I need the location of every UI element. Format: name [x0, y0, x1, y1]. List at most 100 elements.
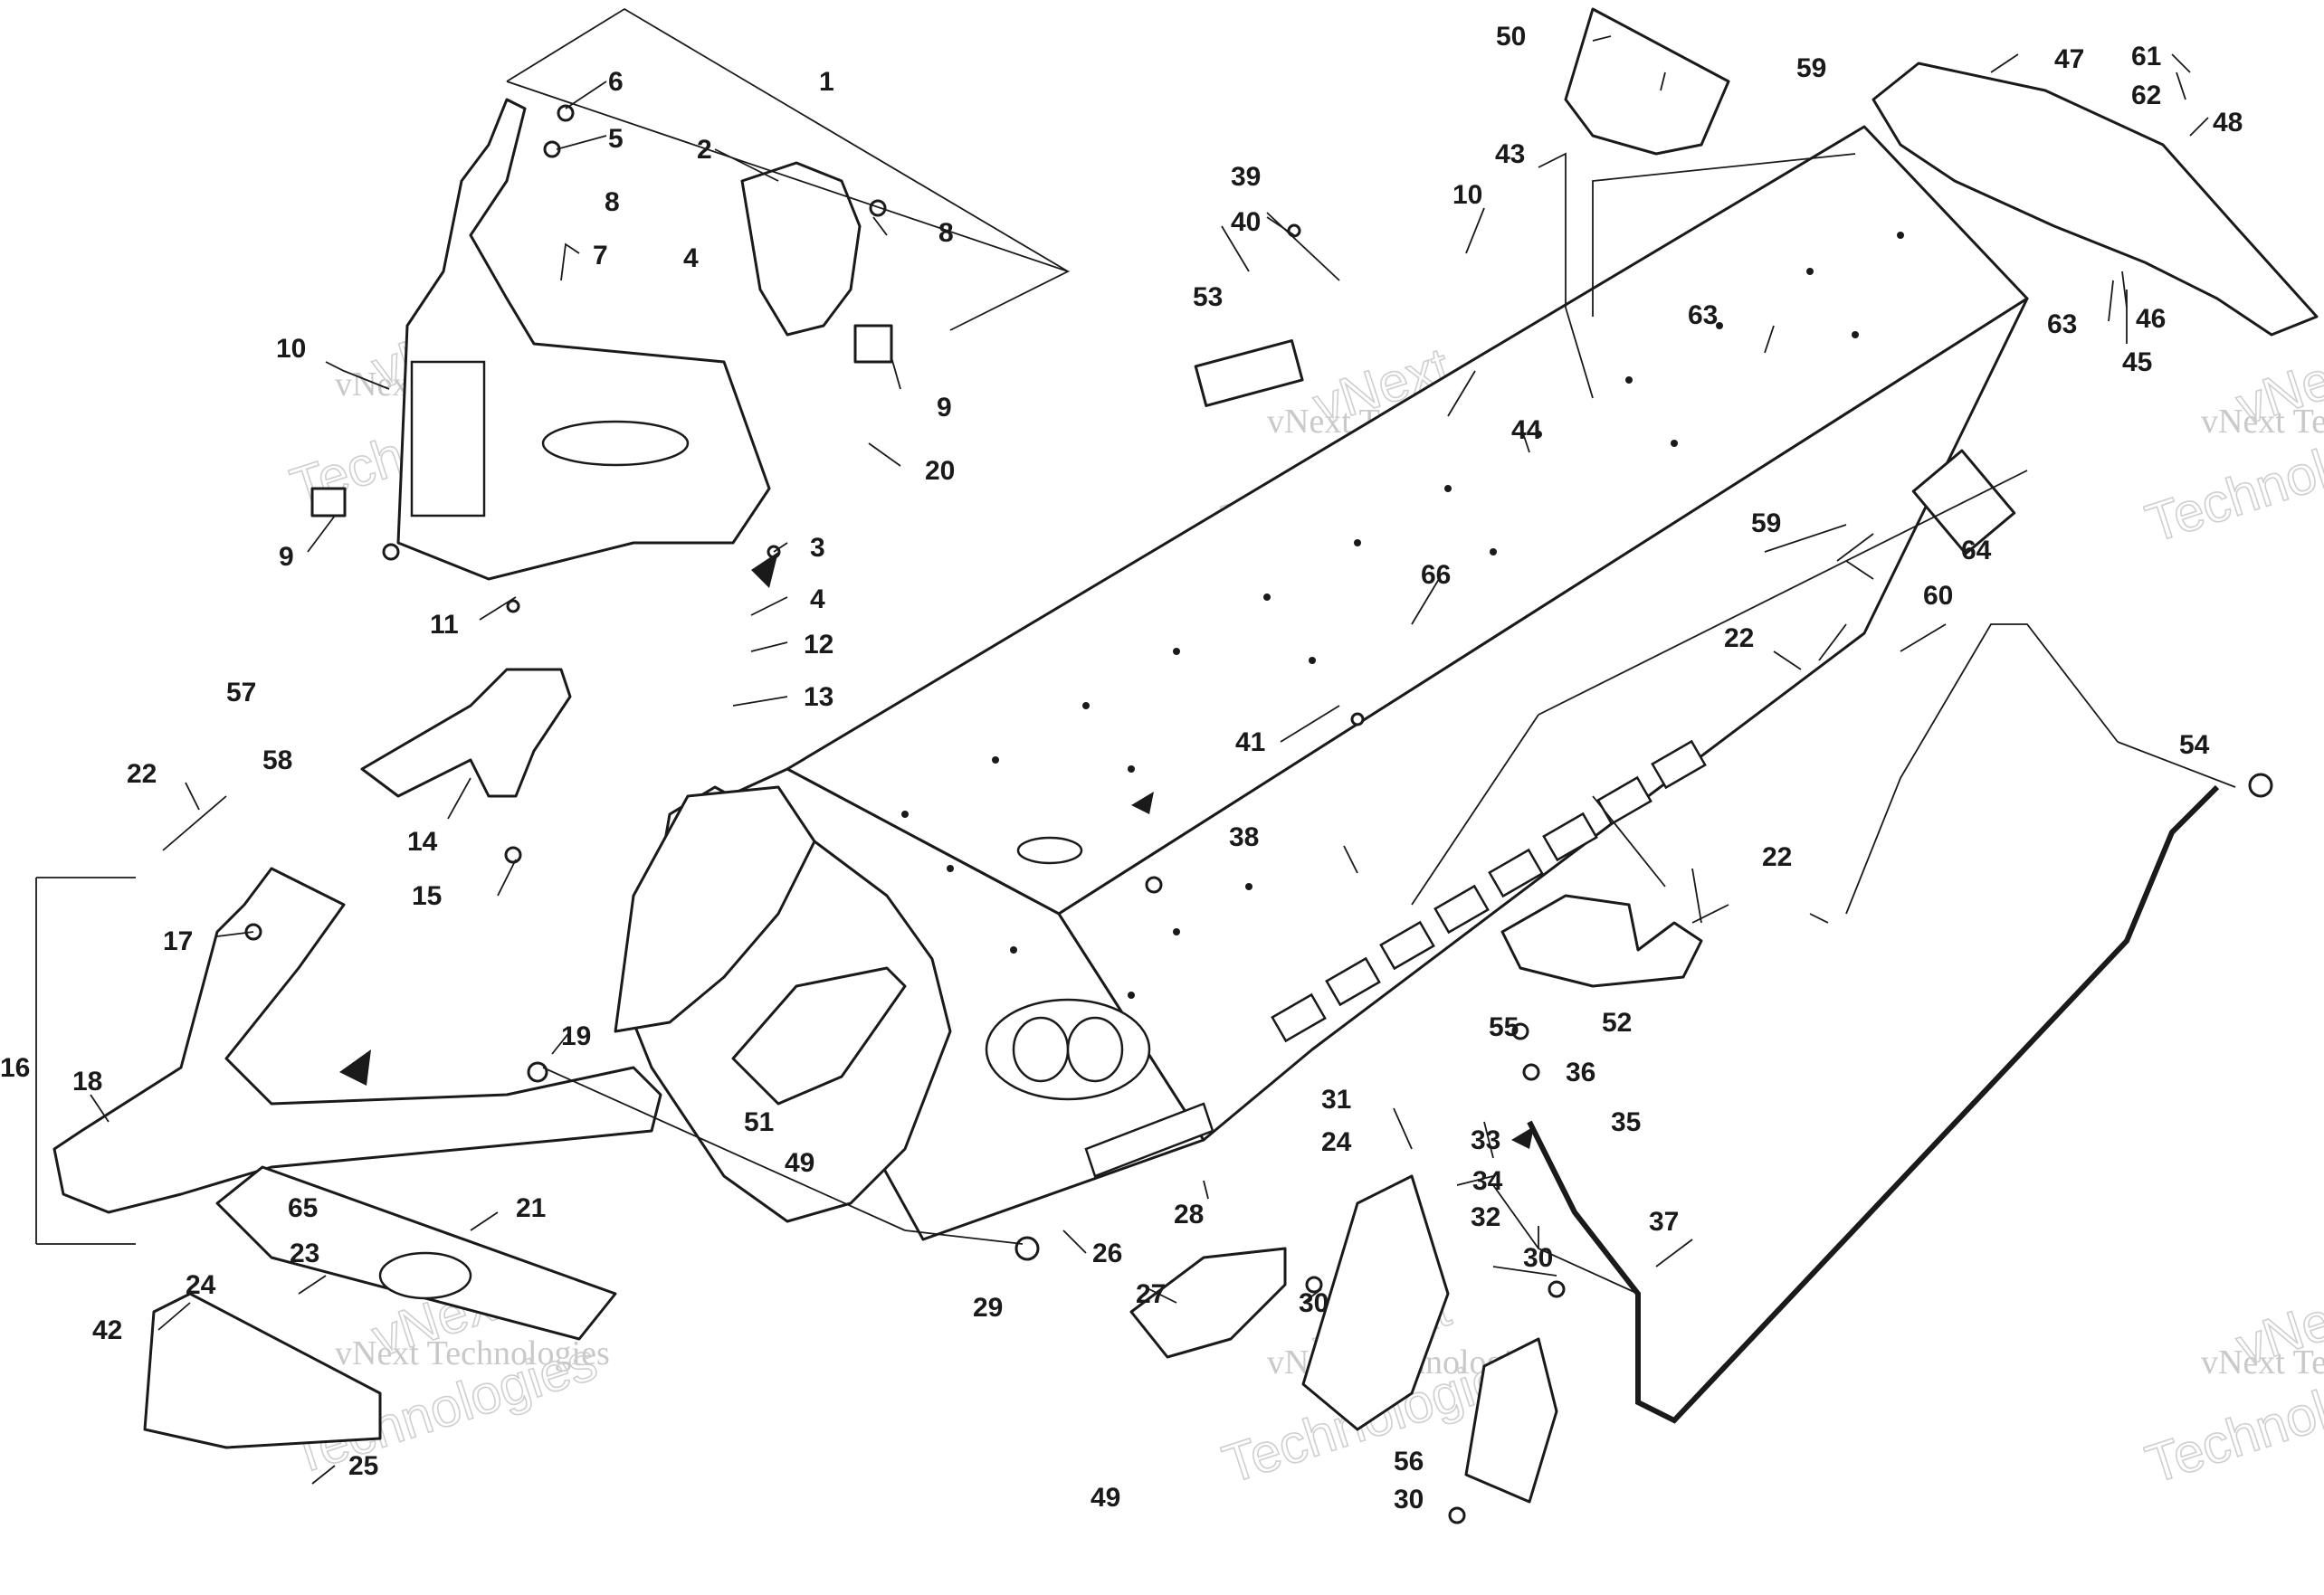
callout-label: 30 [1394, 1485, 1424, 1514]
callout-label: 10 [276, 334, 306, 364]
rear-flap [1872, 62, 2319, 337]
callout-label: 23 [290, 1239, 319, 1268]
callout-label: 22 [1724, 623, 1754, 653]
callout-label: 34 [1472, 1166, 1503, 1196]
callout-label: 19 [561, 1021, 591, 1051]
callout-label: 58 [262, 745, 292, 775]
callout-label: 24 [186, 1270, 216, 1300]
callout-label: 30 [1523, 1243, 1553, 1273]
callout-label: 21 [516, 1193, 546, 1223]
leader-lines [35, 7, 2236, 1485]
exhaust-hole-left [1012, 1016, 1070, 1083]
callout-label: 38 [1229, 822, 1259, 852]
deck-slot [1016, 836, 1083, 865]
callout-label: 37 [1649, 1207, 1679, 1237]
callout-label: 27 [1136, 1279, 1166, 1309]
grab-bar-end [2248, 773, 2273, 798]
callout-label: 41 [1235, 727, 1265, 757]
snow-flap-hitch [1564, 7, 1730, 156]
support-window [410, 360, 486, 517]
callout-label: 66 [1421, 560, 1451, 590]
callout-label: 35 [1611, 1107, 1641, 1137]
callout-label: 62 [2131, 81, 2161, 110]
callout-numbers: 1 2 3 4 5 6 7 8 8 9 9 10 10 11 12 13 4 1… [0, 22, 2243, 1514]
front-bracket [360, 668, 572, 798]
callout-label: 1 [819, 67, 834, 97]
callout-label: 50 [1496, 22, 1526, 52]
lower-plate [143, 1292, 382, 1449]
callout-label: 31 [1321, 1085, 1351, 1115]
callout-label: 42 [92, 1315, 122, 1345]
callout-label: 47 [2054, 44, 2084, 74]
cooler-windows [1271, 739, 1707, 1043]
watermark-text: vNext Te [2201, 403, 2324, 441]
callout-label: 24 [1321, 1127, 1352, 1157]
arrow-marker [1131, 792, 1154, 814]
footrest-panel [1301, 1174, 1450, 1431]
callout-label: 48 [2213, 108, 2243, 138]
callout-label: 45 [2122, 347, 2152, 377]
callout-label: 59 [1796, 53, 1826, 83]
callout-label: 54 [2179, 730, 2210, 760]
steering-support [396, 98, 771, 581]
scoop [731, 966, 907, 1106]
upper-steering-bracket [740, 161, 862, 337]
callout-label: 8 [938, 218, 954, 248]
callout-label: 11 [430, 610, 459, 640]
vent-slot [1084, 1102, 1214, 1178]
callout-label: 43 [1495, 139, 1525, 169]
exhaust-hole-right [1066, 1016, 1124, 1083]
callout-label: 29 [973, 1293, 1003, 1323]
callout-label: 14 [407, 827, 438, 857]
decal-plate [1194, 339, 1304, 407]
callout-label: 49 [785, 1148, 814, 1178]
callout-label: 4 [683, 243, 699, 273]
callout-label: 3 [810, 533, 825, 563]
callout-label: 5 [608, 124, 624, 154]
callout-label: 53 [1193, 282, 1223, 312]
callout-label: 55 [1489, 1012, 1519, 1042]
arrow-marker [751, 552, 778, 588]
callout-label: 40 [1231, 207, 1261, 237]
callout-label: 44 [1511, 415, 1542, 445]
callout-label: 30 [1299, 1288, 1329, 1318]
callout-label: 63 [1688, 300, 1718, 330]
callout-label: 32 [1471, 1202, 1500, 1232]
callout-label: 64 [1961, 536, 1992, 565]
callout-label: 46 [2136, 304, 2166, 334]
callout-label: 56 [1394, 1447, 1424, 1476]
callout-label: 28 [1174, 1200, 1204, 1229]
bushing [853, 324, 893, 364]
callout-label: 20 [925, 456, 955, 486]
callout-label: 51 [744, 1107, 774, 1137]
running-board-rail [1527, 784, 2220, 1424]
callout-label: 18 [72, 1067, 102, 1097]
callout-label: 36 [1566, 1058, 1595, 1087]
callout-label: 52 [1602, 1008, 1632, 1038]
callout-label: 16 [0, 1053, 30, 1083]
arrow-marker [1511, 1126, 1534, 1149]
callout-label: 26 [1092, 1239, 1122, 1268]
watermark-text: vNext Technologies [335, 1334, 610, 1372]
callout-label: 63 [2047, 309, 2077, 339]
callout-label: 6 [608, 67, 624, 97]
callout-label: 22 [127, 759, 157, 789]
callout-label: 8 [605, 187, 620, 217]
callout-label: 15 [412, 881, 442, 911]
running-board-scoop [1129, 1247, 1287, 1359]
callout-label: 57 [226, 678, 256, 707]
callout-label: 22 [1762, 842, 1792, 872]
callout-label: 12 [804, 630, 833, 660]
fasteners [244, 104, 1566, 1524]
callout-label: 39 [1231, 162, 1261, 192]
rivet-holes [901, 232, 1904, 999]
front-bulkhead-left [614, 785, 816, 1033]
callout-label: 9 [279, 542, 294, 572]
callout-label: 17 [163, 926, 193, 956]
callout-label: 13 [804, 682, 833, 712]
callout-label: 61 [2131, 42, 2161, 71]
bushing [310, 487, 347, 517]
toe-hold [1464, 1337, 1558, 1504]
callout-label: 2 [697, 135, 712, 165]
